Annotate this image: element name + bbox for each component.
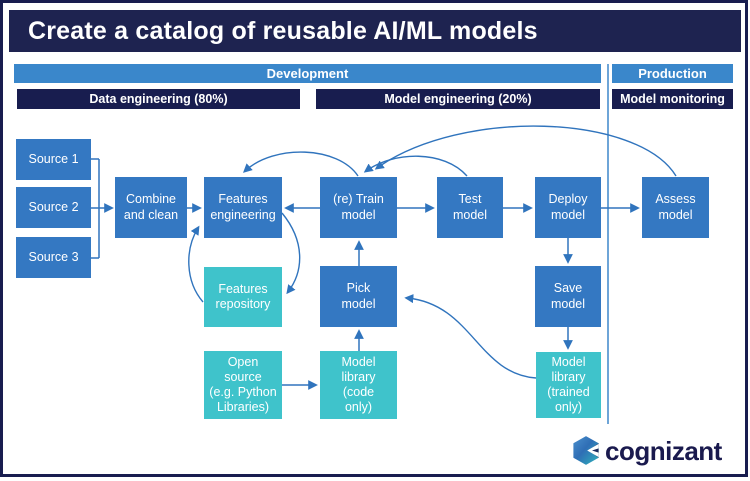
box-open-source: Open source (e.g. Python Libraries) [204, 351, 282, 419]
box-test-model: Test model [437, 177, 503, 238]
curved-arrows [188, 125, 677, 379]
box-pick-model: Pick model [320, 266, 397, 327]
stage-label-model-engineering: Model engineering (20%) [384, 92, 532, 106]
box-source-2: Source 2 [16, 187, 91, 228]
phase-bar-development: Development [14, 64, 601, 83]
phase-label-production: Production [638, 66, 707, 81]
box-model-library-code-only: Model library (code only) [320, 351, 397, 419]
title-bar: Create a catalog of reusable AI/ML model… [9, 10, 741, 52]
cognizant-logo-text: cognizant [605, 435, 722, 466]
cognizant-logo: cognizant [571, 435, 722, 466]
stage-bar-data-engineering: Data engineering (80%) [17, 89, 300, 109]
box-retrain-model: (re) Train model [320, 177, 397, 238]
box-model-library-trained-only: Model library (trained only) [536, 352, 601, 418]
stage-bar-model-engineering: Model engineering (20%) [316, 89, 600, 109]
cognizant-logo-icon [573, 436, 599, 465]
box-assess-model: Assess model [642, 177, 709, 238]
sources-bracket [91, 158, 100, 259]
box-source-1: Source 1 [16, 139, 91, 180]
box-source-3: Source 3 [16, 237, 91, 278]
stage-label-model-monitoring: Model monitoring [620, 92, 725, 106]
page-title: Create a catalog of reusable AI/ML model… [28, 16, 538, 45]
phase-bar-production: Production [612, 64, 733, 83]
stage-label-data-engineering: Data engineering (80%) [89, 92, 228, 106]
box-deploy-model: Deploy model [535, 177, 601, 238]
phase-label-development: Development [266, 66, 349, 81]
box-features-repository: Features repository [204, 267, 282, 327]
box-save-model: Save model [535, 266, 601, 327]
box-combine-and-clean: Combine and clean [115, 177, 187, 238]
stage-bar-model-monitoring: Model monitoring [612, 89, 733, 109]
box-features-engineering: Features engineering [204, 177, 282, 238]
